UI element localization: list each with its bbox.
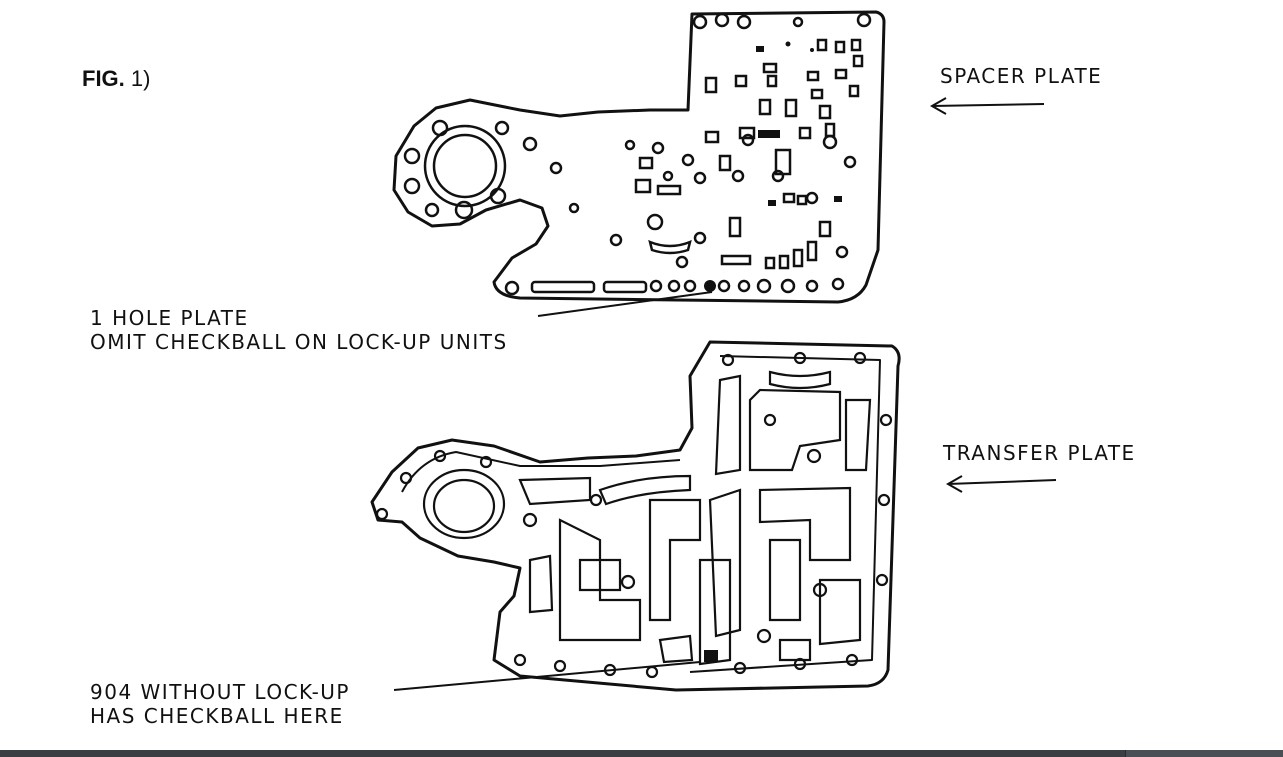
spacer-large-bore: [423, 124, 507, 208]
bottom-bar-end: [1125, 750, 1283, 757]
transfer-plate-outline: [370, 340, 901, 692]
spacer-plate-outline: [392, 10, 886, 304]
spacer-plate-holes: [403, 12, 872, 296]
spacer-plate-arrow: [929, 97, 1045, 115]
bottom-bar: [0, 750, 1283, 757]
checkball-marker: [704, 650, 718, 662]
transfer-plate-details: [375, 351, 893, 679]
spacer-large-bore-inner: [432, 133, 498, 199]
transfer-large-bore: [422, 468, 506, 540]
hole-plate-leader: [537, 291, 713, 317]
transfer-plate-label: TRANSFER PLATE: [943, 441, 1136, 465]
spacer-plate-label: SPACER PLATE: [940, 64, 1103, 88]
checkball-label-line2: HAS CHECKBALL HERE: [90, 704, 344, 728]
spacer-plate-solid-marks: [704, 41, 842, 292]
checkball-leader: [393, 661, 701, 691]
figure-number: 1): [130, 66, 151, 91]
hole-plate-label-line1: 1 HOLE PLATE: [90, 306, 249, 330]
figure-label-bold: FIG.: [82, 66, 125, 91]
hole-plate-label-line2: OMIT CHECKBALL ON LOCK-UP UNITS: [90, 330, 508, 354]
checkball-label-line1: 904 WITHOUT LOCK-UP: [90, 680, 350, 704]
spacer-plate: [392, 10, 886, 304]
figure-label: FIG. 1): [82, 66, 150, 92]
transfer-plate-arrow: [945, 475, 1057, 493]
